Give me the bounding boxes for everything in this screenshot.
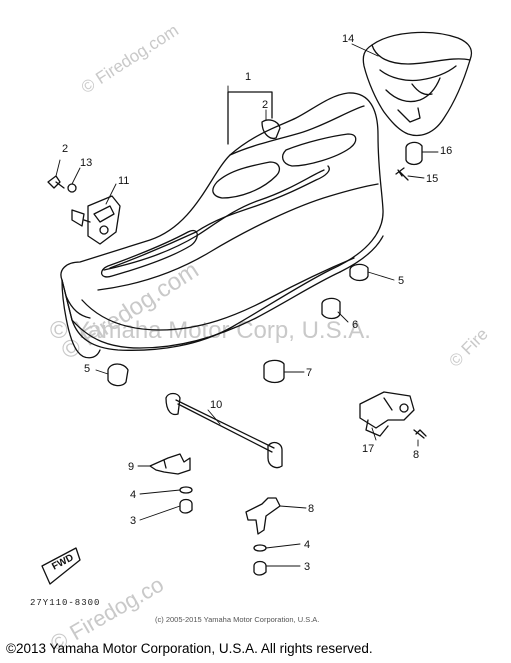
pin-8-right bbox=[413, 429, 427, 439]
watermark-firedog-mid: © Firedog.com bbox=[57, 256, 204, 365]
callout-16: 16 bbox=[440, 145, 452, 157]
part-2-clip bbox=[261, 119, 281, 140]
watermark-firedog-top: © Firedog.com bbox=[78, 21, 182, 98]
callout-2-left: 2 bbox=[62, 143, 68, 155]
callout-2-upper: 2 bbox=[262, 99, 268, 111]
bolt-15 bbox=[395, 167, 409, 181]
tail-cowl bbox=[362, 31, 473, 137]
leader-lines bbox=[55, 43, 439, 567]
seat bbox=[60, 92, 384, 359]
callout-9: 9 bbox=[128, 461, 134, 473]
callout-13: 13 bbox=[80, 157, 92, 169]
callout-14: 14 bbox=[342, 33, 354, 45]
callout-17: 17 bbox=[362, 443, 374, 455]
washer-4-left bbox=[179, 486, 193, 494]
fwd-label: FWD bbox=[50, 552, 75, 572]
copyright-footer: ©2013 Yamaha Motor Corporation, U.S.A. A… bbox=[6, 641, 373, 656]
damper-7 bbox=[263, 359, 285, 384]
damper-6 bbox=[321, 297, 341, 320]
rod-10 bbox=[165, 392, 283, 469]
callout-6: 6 bbox=[352, 319, 358, 331]
screw-3-left bbox=[179, 498, 193, 514]
callout-3-right: 3 bbox=[304, 561, 310, 573]
copyright-small: (c) 2005-2015 Yamaha Motor Corporation, … bbox=[155, 615, 320, 624]
washer-4-right bbox=[253, 544, 267, 552]
lock-bracket-17 bbox=[359, 391, 415, 437]
fwd-arrow-shape bbox=[41, 547, 81, 585]
callout-7: 7 bbox=[306, 367, 312, 379]
watermark-yamaha: © Yamaha Motor Corp, U.S.A. bbox=[50, 317, 371, 344]
damper-5-lower bbox=[107, 363, 129, 387]
bracket-9 bbox=[149, 453, 191, 475]
callout-15: 15 bbox=[426, 173, 438, 185]
damper-5-upper bbox=[349, 263, 369, 282]
callout-4-right: 4 bbox=[304, 539, 310, 551]
callout-5-upper: 5 bbox=[398, 275, 404, 287]
callout-1: 1 bbox=[245, 71, 251, 83]
watermark-firedog-right: © Fire bbox=[445, 324, 491, 370]
seat-lock-assembly bbox=[71, 195, 121, 245]
callout-bracket bbox=[227, 91, 273, 145]
callout-4-left: 4 bbox=[130, 489, 136, 501]
bracket-8 bbox=[245, 497, 281, 535]
callout-10: 10 bbox=[210, 399, 222, 411]
callout-11: 11 bbox=[118, 175, 129, 187]
callout-5-lower: 5 bbox=[84, 363, 90, 375]
callout-8-bracket: 8 bbox=[308, 503, 314, 515]
damper-16 bbox=[405, 141, 423, 166]
screw-3-right bbox=[253, 560, 267, 576]
callout-8-pin: 8 bbox=[413, 449, 419, 461]
callout-3-left: 3 bbox=[130, 515, 136, 527]
diagram-reference-code: 27Y110-8300 bbox=[30, 598, 101, 608]
